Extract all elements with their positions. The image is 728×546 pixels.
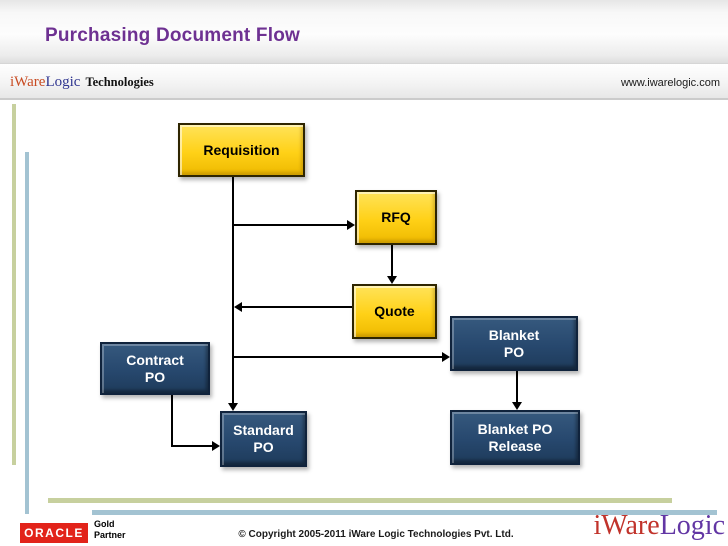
node-label: Quote [374, 303, 415, 319]
arrowhead-to-rfq [347, 220, 355, 230]
website-text: www.iwarelogic.com [620, 77, 720, 89]
flow-node-rfq: RFQ [355, 190, 437, 245]
connector-quote-back [242, 306, 352, 308]
oracle-logo: ORACLE [20, 523, 88, 543]
header-brand-bar: iWareLogic Technologies www.iwarelogic.co… [0, 63, 728, 100]
footer-logo-part-logic: Logic [659, 510, 725, 541]
footer-logo-part-iware: iWare [593, 510, 660, 541]
connector-requisition-down [232, 177, 234, 404]
node-label-line1: Contract [126, 351, 184, 368]
accent-vertical-steel-line [25, 152, 29, 514]
oracle-logo-text: ORACLE [24, 526, 84, 540]
logo-part-iware: iWare [10, 74, 46, 90]
title-strip: Purchasing Document Flow [0, 0, 728, 63]
logo-part-logic: Logic [45, 74, 81, 90]
node-label: RFQ [381, 209, 411, 225]
node-label-line1: Blanket PO [477, 420, 553, 437]
arrowhead-to-quote [387, 276, 397, 284]
flow-node-requisition: Requisition [178, 123, 305, 177]
node-label-line2: PO [503, 343, 525, 360]
accent-horizontal-olive-line [48, 498, 672, 503]
arrowhead-to-standard-po [228, 403, 238, 411]
company-logo: iWareLogic Technologies [10, 73, 154, 91]
page-title: Purchasing Document Flow [45, 25, 300, 46]
connector-requisition-rfq [233, 224, 347, 226]
flow-node-quote: Quote [352, 284, 437, 339]
footer-brand-logo: iWareLogic [594, 511, 725, 541]
flow-node-standard-po: Standard PO [220, 411, 307, 467]
node-label-line1: Blanket [488, 326, 540, 343]
node-label-line2: PO [144, 368, 166, 385]
flow-node-contract-po: Contract PO [100, 342, 210, 395]
accent-vertical-olive-line [12, 104, 16, 465]
arrowhead-to-blanket-po-release [512, 402, 522, 410]
node-label-line2: Release [488, 437, 542, 454]
node-label: Requisition [203, 141, 280, 158]
connector-contract-po-down [171, 395, 173, 447]
partner-line2: Partner [94, 530, 126, 540]
oracle-partner-label: Gold Partner [94, 519, 126, 541]
node-label-line2: PO [253, 439, 274, 455]
connector-requisition-blanket-po [233, 356, 442, 358]
arrowhead-to-blanket-po [442, 352, 450, 362]
connector-rfq-quote [391, 245, 393, 276]
logo-suffix: Technologies [85, 75, 154, 89]
partner-line1: Gold [94, 519, 115, 529]
arrowhead-to-standard-po-left [212, 441, 220, 451]
connector-blanket-po-release [516, 371, 518, 402]
arrowhead-quote-feedback [234, 302, 242, 312]
flow-node-blanket-po: Blanket PO [450, 316, 578, 371]
node-label-line1: Standard [233, 422, 294, 438]
flow-node-blanket-po-release: Blanket PO Release [450, 410, 580, 465]
accent-horizontal-steel-line [92, 510, 717, 515]
connector-contract-po-right [171, 445, 212, 447]
copyright-text: © Copyright 2005-2011 iWare Logic Techno… [238, 529, 514, 540]
